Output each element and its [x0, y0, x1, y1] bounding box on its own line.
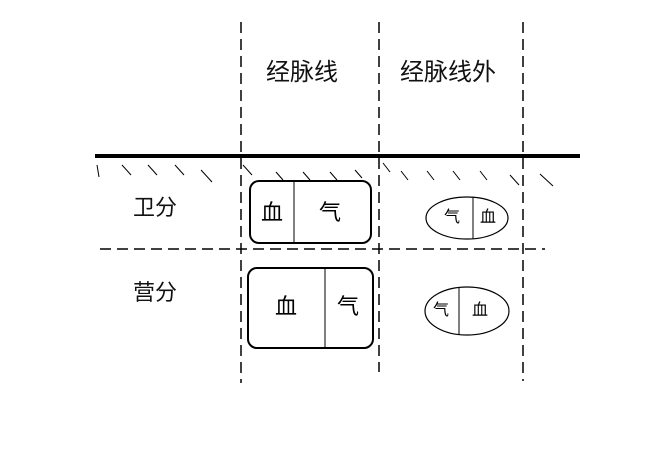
wei-outside-ellipse	[425, 196, 509, 240]
column-header-meridian: 经脉线	[266, 58, 338, 86]
wei-inside-box	[249, 180, 372, 244]
row-header-ying: 营分	[133, 281, 178, 306]
column-header-outside: 经脉线外	[400, 58, 496, 86]
wei-outside-qi-label: 气	[444, 207, 461, 226]
surface-hatching	[96, 162, 554, 187]
ying-outside-blood-label: 血	[472, 300, 489, 319]
row-header-wei: 卫分	[133, 196, 178, 221]
wei-inside-blood-label: 血	[261, 201, 284, 226]
wei-inside-qi-label: 气	[319, 201, 342, 226]
wei-outside-blood-label: 血	[480, 207, 497, 226]
ying-outside-ellipse	[424, 286, 510, 336]
ying-outside-qi-label: 气	[433, 300, 450, 319]
ying-inside-blood-label: 血	[275, 295, 298, 320]
ying-inside-qi-label: 气	[337, 295, 360, 320]
ying-inside-box	[247, 267, 374, 349]
